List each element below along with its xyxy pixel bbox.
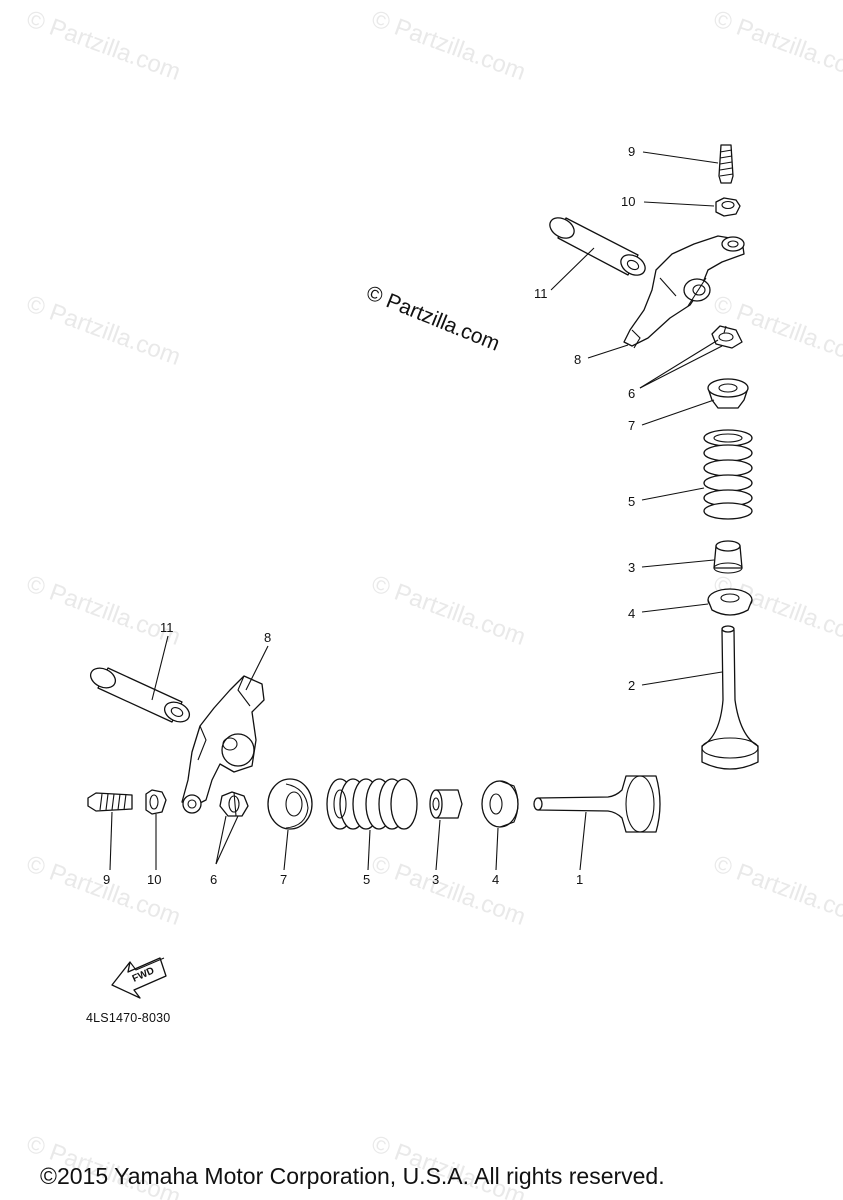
callout-4-left: 4	[492, 872, 499, 887]
callout-2: 2	[628, 678, 635, 693]
intake-valve-part-left	[533, 775, 661, 833]
adjusting-screw-part	[718, 144, 734, 184]
callout-6-left: 6	[210, 872, 217, 887]
callout-8: 8	[574, 352, 581, 367]
right-assembly: 9 10 11 8 6 7 5 3 4 2	[534, 144, 759, 770]
callout-5: 5	[628, 494, 635, 509]
left-assembly: 11 8 9 10 6 7 5 3 4 1	[87, 620, 661, 887]
valve-cotter-part-left	[219, 791, 249, 817]
watermark-text: © Partzilla.com	[23, 5, 184, 86]
callout-3: 3	[628, 560, 635, 575]
adjusting-screw-part-left	[87, 792, 133, 812]
lock-nut-part-left	[145, 789, 167, 815]
callout-7: 7	[628, 418, 635, 433]
callout-3-left: 3	[432, 872, 439, 887]
callout-10: 10	[621, 194, 635, 209]
watermark-text: © Partzilla.com	[710, 5, 843, 86]
catalog-code: 4LS1470-8030	[86, 1011, 171, 1025]
copyright-notice: ©2015 Yamaha Motor Corporation, U.S.A. A…	[40, 1163, 665, 1189]
valve-cotter-part	[711, 325, 743, 349]
callout-8-left: 8	[264, 630, 271, 645]
valve-spring-part	[703, 429, 753, 520]
callout-5-left: 5	[363, 872, 370, 887]
watermark-text: © Partzilla.com	[710, 850, 843, 931]
watermark-text: © Partzilla.com	[368, 570, 529, 651]
callout-11-left: 11	[160, 620, 174, 635]
callout-9: 9	[628, 144, 635, 159]
valve-stem-seal-part-left	[429, 789, 463, 819]
rocker-arm-part	[623, 235, 745, 349]
callout-1-left: 1	[576, 872, 583, 887]
partzilla-watermark: © Partzilla.com	[363, 281, 503, 355]
watermark-text: © Partzilla.com	[368, 850, 529, 931]
callout-4: 4	[628, 606, 635, 621]
rocker-shaft-part	[549, 217, 646, 276]
valve-stem-seal-part	[713, 540, 743, 574]
callout-9-left: 9	[103, 872, 110, 887]
valve-spring-part-left	[326, 778, 418, 830]
rocker-shaft-part-left	[89, 667, 191, 723]
spring-retainer-part	[707, 378, 749, 409]
spring-seat-part	[707, 588, 753, 616]
exhaust-valve-part	[701, 625, 759, 770]
callout-7-left: 7	[280, 872, 287, 887]
watermark-text: © Partzilla.com	[368, 5, 529, 86]
callout-11: 11	[534, 286, 548, 301]
fwd-arrow-icon: FWD	[111, 957, 167, 999]
spring-seat-part-left	[481, 780, 519, 828]
callout-10-left: 10	[147, 872, 161, 887]
rocker-arm-part-left	[181, 675, 265, 814]
watermark-text: © Partzilla.com	[23, 570, 184, 651]
lock-nut-part	[715, 197, 741, 217]
watermark-text: © Partzilla.com	[23, 290, 184, 371]
spring-retainer-part-left	[267, 778, 313, 830]
callout-6: 6	[628, 386, 635, 401]
watermark-text: © Partzilla.com	[23, 850, 184, 931]
